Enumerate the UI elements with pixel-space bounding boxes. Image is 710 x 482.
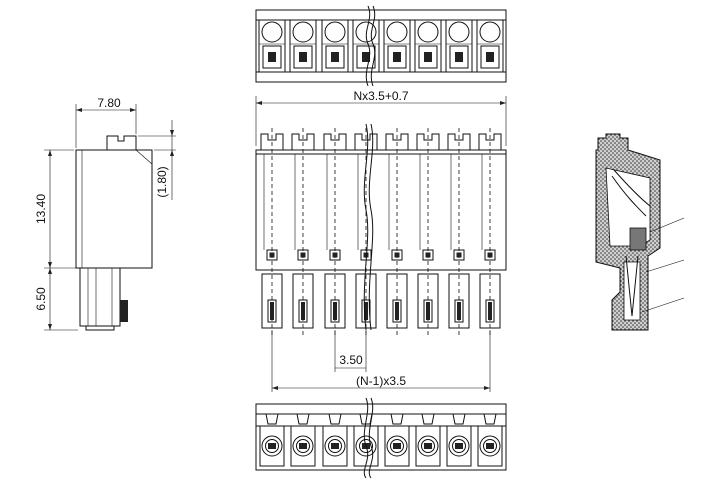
side-view: 7.80 (1.80) 13.40 6.50 xyxy=(34,96,176,331)
top-view xyxy=(255,9,507,83)
top-position-6 xyxy=(414,19,442,73)
dim-cap-height: (1.80) xyxy=(155,166,169,197)
dim-total-length: Nx3.5+0.7 xyxy=(353,89,408,103)
top-position-2 xyxy=(289,19,317,73)
side-top-tab xyxy=(106,135,137,150)
front-pin-1 xyxy=(260,128,284,336)
break-marks xyxy=(363,5,376,479)
dim-pin-span: (N-1)x3.5 xyxy=(356,374,406,388)
bottom-entry-5 xyxy=(384,413,410,467)
bottom-entry-7 xyxy=(446,413,472,467)
front-pin-8 xyxy=(478,128,502,336)
side-plug xyxy=(79,267,121,327)
bottom-view-frame xyxy=(255,403,507,471)
side-body xyxy=(75,149,153,269)
bottom-view xyxy=(255,403,507,471)
top-position-8 xyxy=(476,19,504,73)
bottom-entry-2 xyxy=(290,413,316,467)
dim-pitch: 3.50 xyxy=(339,353,363,367)
top-position-3 xyxy=(321,19,349,73)
top-position-5 xyxy=(383,19,411,73)
dim-pin-height: 6.50 xyxy=(34,287,48,311)
dim-body-height: 13.40 xyxy=(34,194,48,224)
top-position-7 xyxy=(445,19,473,73)
bottom-entry-8 xyxy=(477,413,503,467)
top-position-1 xyxy=(258,19,286,73)
dim-width-top: 7.80 xyxy=(97,96,121,110)
bottom-entry-6 xyxy=(415,413,441,467)
front-pin-4 xyxy=(354,128,378,336)
front-body xyxy=(255,149,507,271)
top-view-frame xyxy=(255,9,507,83)
front-pin-2 xyxy=(291,128,315,336)
top-position-4 xyxy=(352,19,380,73)
bottom-entry-3 xyxy=(322,413,348,467)
front-pin-7 xyxy=(447,128,471,336)
front-view: Nx3.5+0.7 3.50 (N-1)x3.5 xyxy=(255,89,507,392)
front-pin-3 xyxy=(323,128,347,336)
section-view xyxy=(595,133,685,331)
bottom-entry-1 xyxy=(259,413,285,467)
front-pin-6 xyxy=(416,128,440,336)
side-latch xyxy=(120,300,128,322)
front-pin-5 xyxy=(385,128,409,336)
